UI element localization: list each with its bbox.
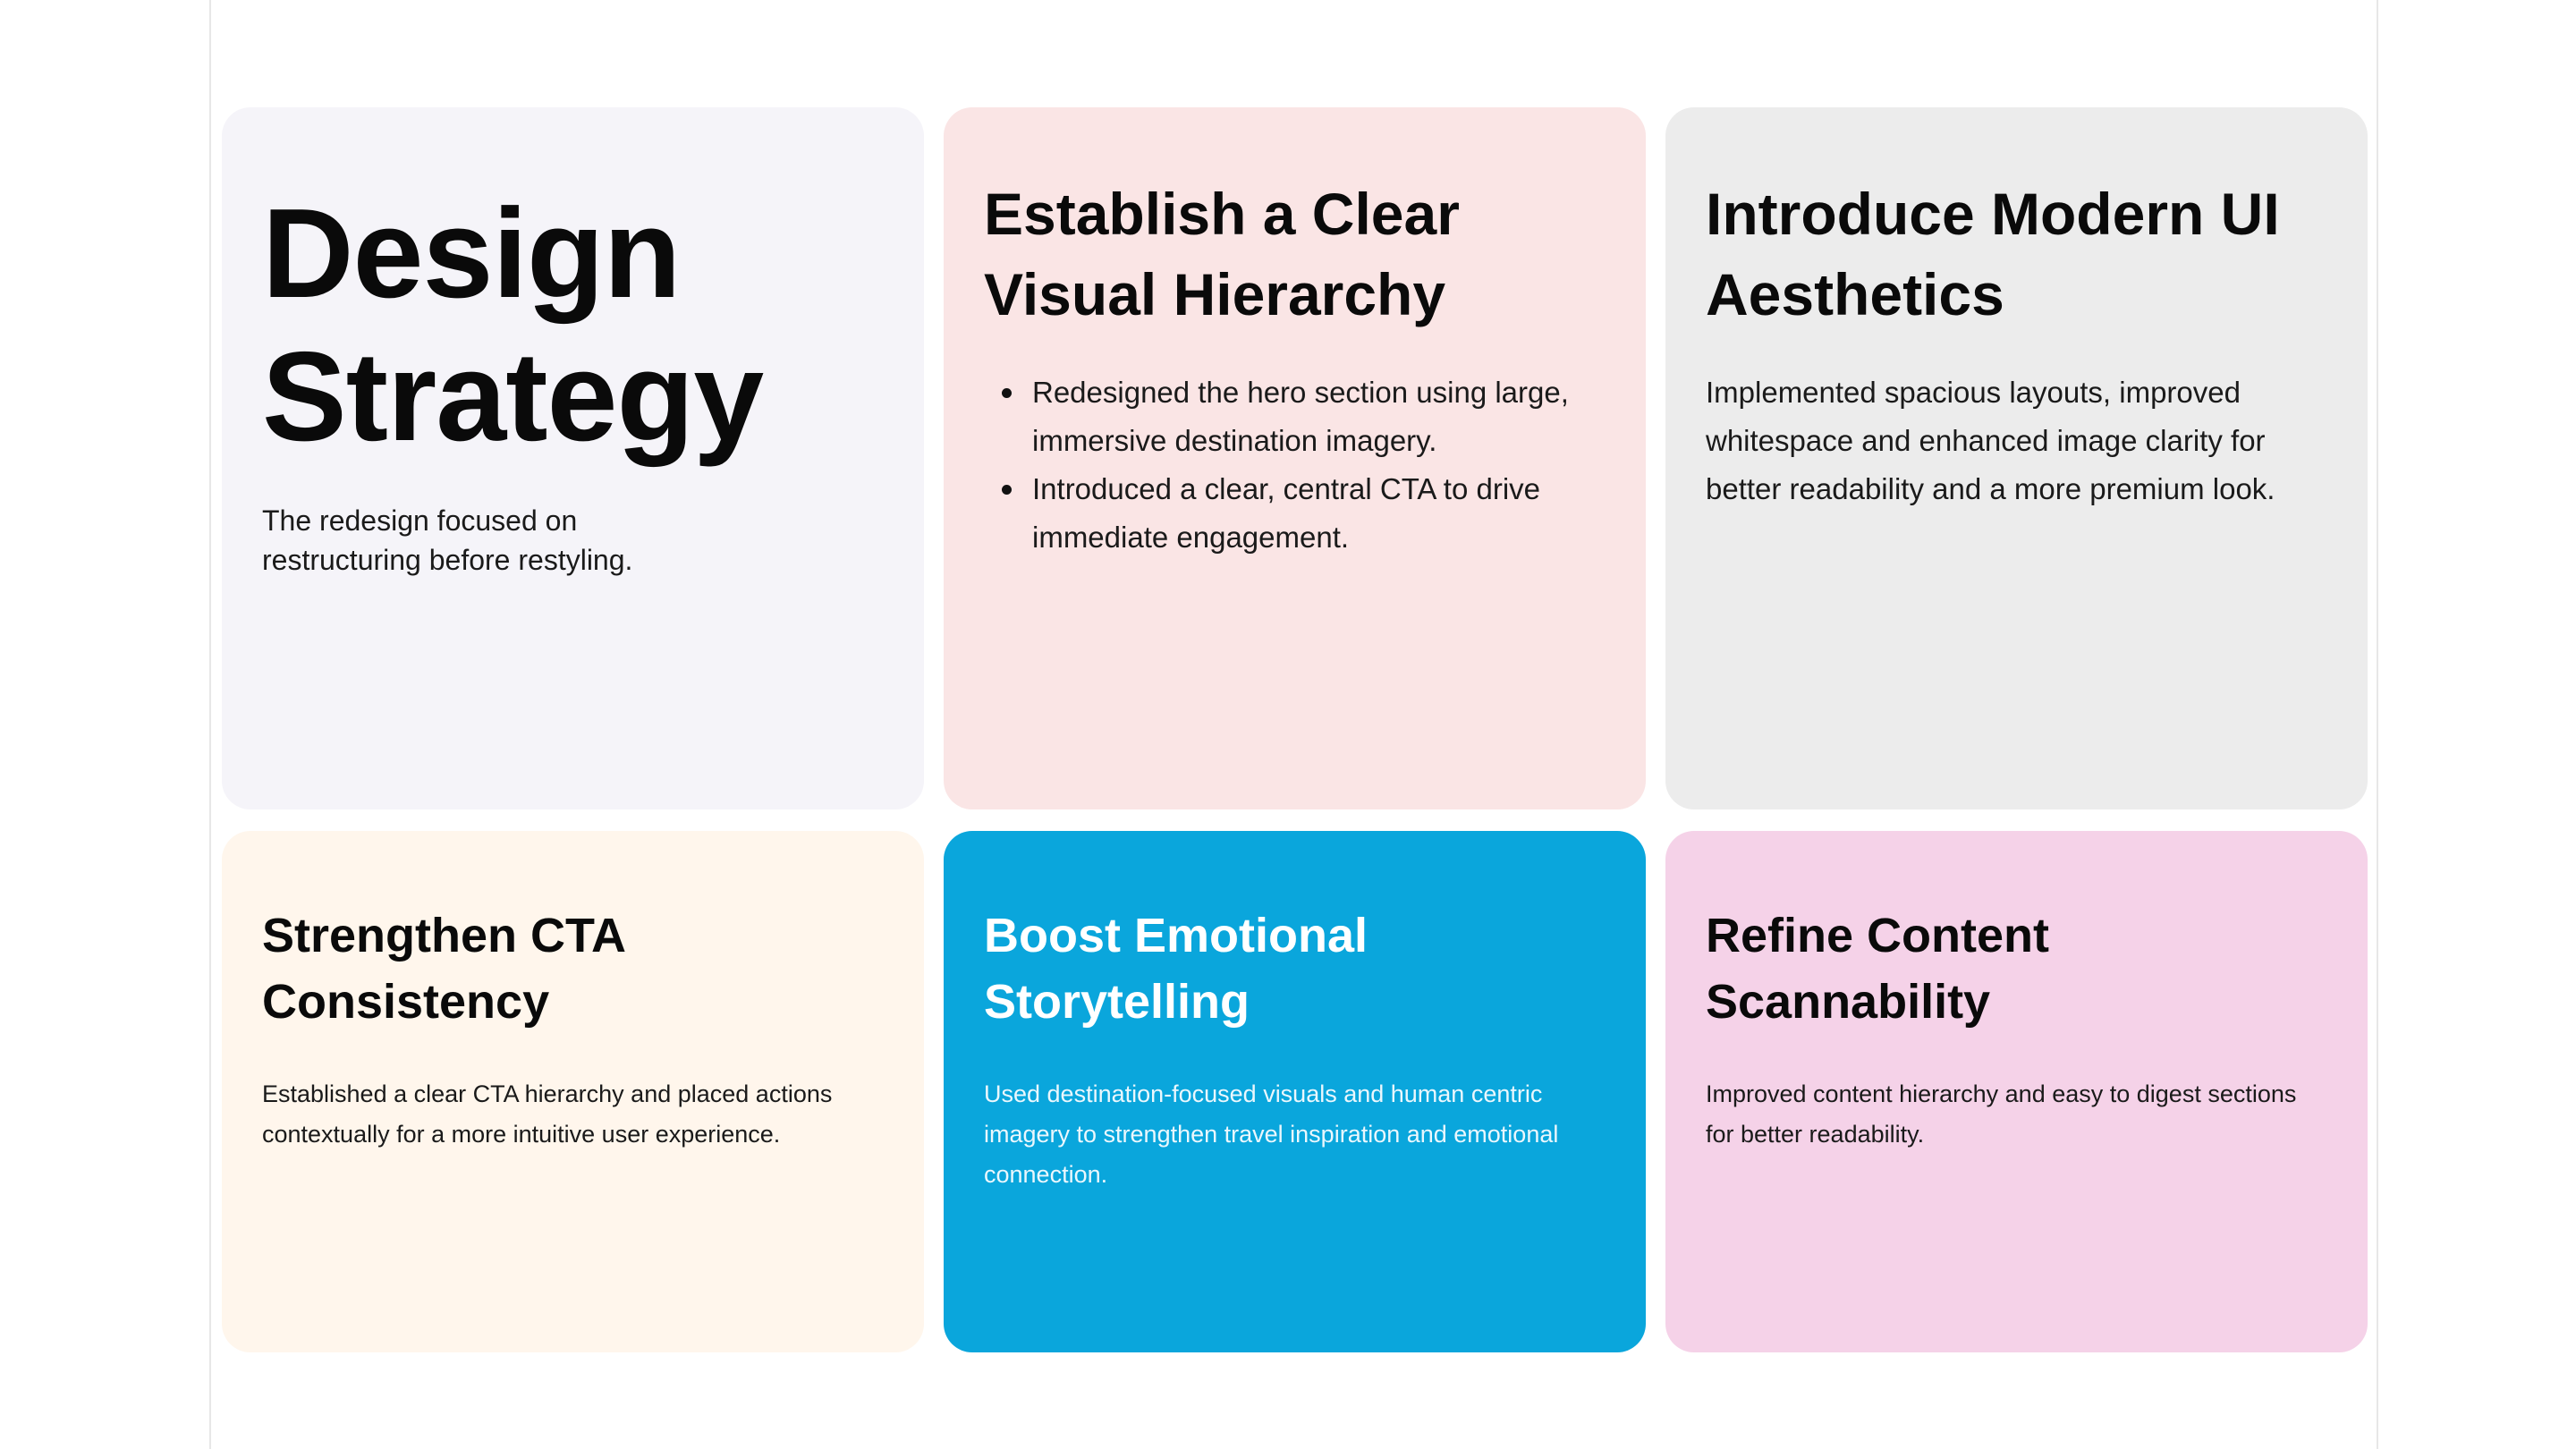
card-title: Establish a Clear Visual Hierarchy: [984, 174, 1606, 335]
card-title: Strengthen CTA Consistency: [262, 902, 884, 1035]
card-title: Introduce Modern UI Aesthetics: [1706, 174, 2327, 335]
card-body: Improved content hierarchy and easy to d…: [1706, 1080, 2297, 1148]
page-title: Design Strategy: [262, 174, 884, 469]
bullet-item: Introduced a clear, central CTA to drive…: [1002, 465, 1596, 562]
card-title-line-2: Storytelling: [984, 975, 1250, 1029]
intro-card: Design Strategy The redesign focused on …: [222, 107, 924, 809]
card-title-line-1: Strengthen CTA: [262, 909, 626, 962]
card-title-line-1: Establish a Clear: [984, 181, 1460, 247]
card-title-line-1: Boost Emotional: [984, 909, 1368, 962]
card-title: Refine Content Scannability: [1706, 902, 2327, 1035]
card-emotional-storytelling: Boost Emotional Storytelling Used destin…: [944, 831, 1646, 1352]
card-title-line-1: Introduce Modern UI: [1706, 181, 2280, 247]
card-title-line-2: Scannability: [1706, 975, 1991, 1029]
page-subtitle: The redesign focused on restructuring be…: [262, 504, 633, 576]
card-title: Boost Emotional Storytelling: [984, 902, 1606, 1035]
card-cta-consistency: Strengthen CTA Consistency Established a…: [222, 831, 924, 1352]
card-title-line-1: Refine Content: [1706, 909, 2049, 962]
page-title-line-1: Design: [262, 182, 681, 325]
card-body: Established a clear CTA hierarchy and pl…: [262, 1080, 833, 1148]
card-modern-ui: Introduce Modern UI Aesthetics Implement…: [1665, 107, 2368, 809]
strategy-grid: Design Strategy The redesign focused on …: [222, 107, 2368, 1352]
card-visual-hierarchy: Establish a Clear Visual Hierarchy Redes…: [944, 107, 1646, 809]
bullet-list: Redesigned the hero section using large,…: [984, 369, 1606, 562]
card-body: Used destination-focused visuals and hum…: [984, 1080, 1559, 1188]
page-border-left: [209, 0, 211, 1449]
card-content-scannability: Refine Content Scannability Improved con…: [1665, 831, 2368, 1352]
bullet-item: Redesigned the hero section using large,…: [1002, 369, 1596, 465]
page-border-right: [2377, 0, 2378, 1449]
card-body: Implemented spacious layouts, improved w…: [1706, 376, 2275, 505]
card-title-line-2: Aesthetics: [1706, 261, 2004, 327]
card-title-line-2: Visual Hierarchy: [984, 261, 1446, 327]
page-title-line-2: Strategy: [262, 326, 764, 468]
card-title-line-2: Consistency: [262, 975, 550, 1029]
